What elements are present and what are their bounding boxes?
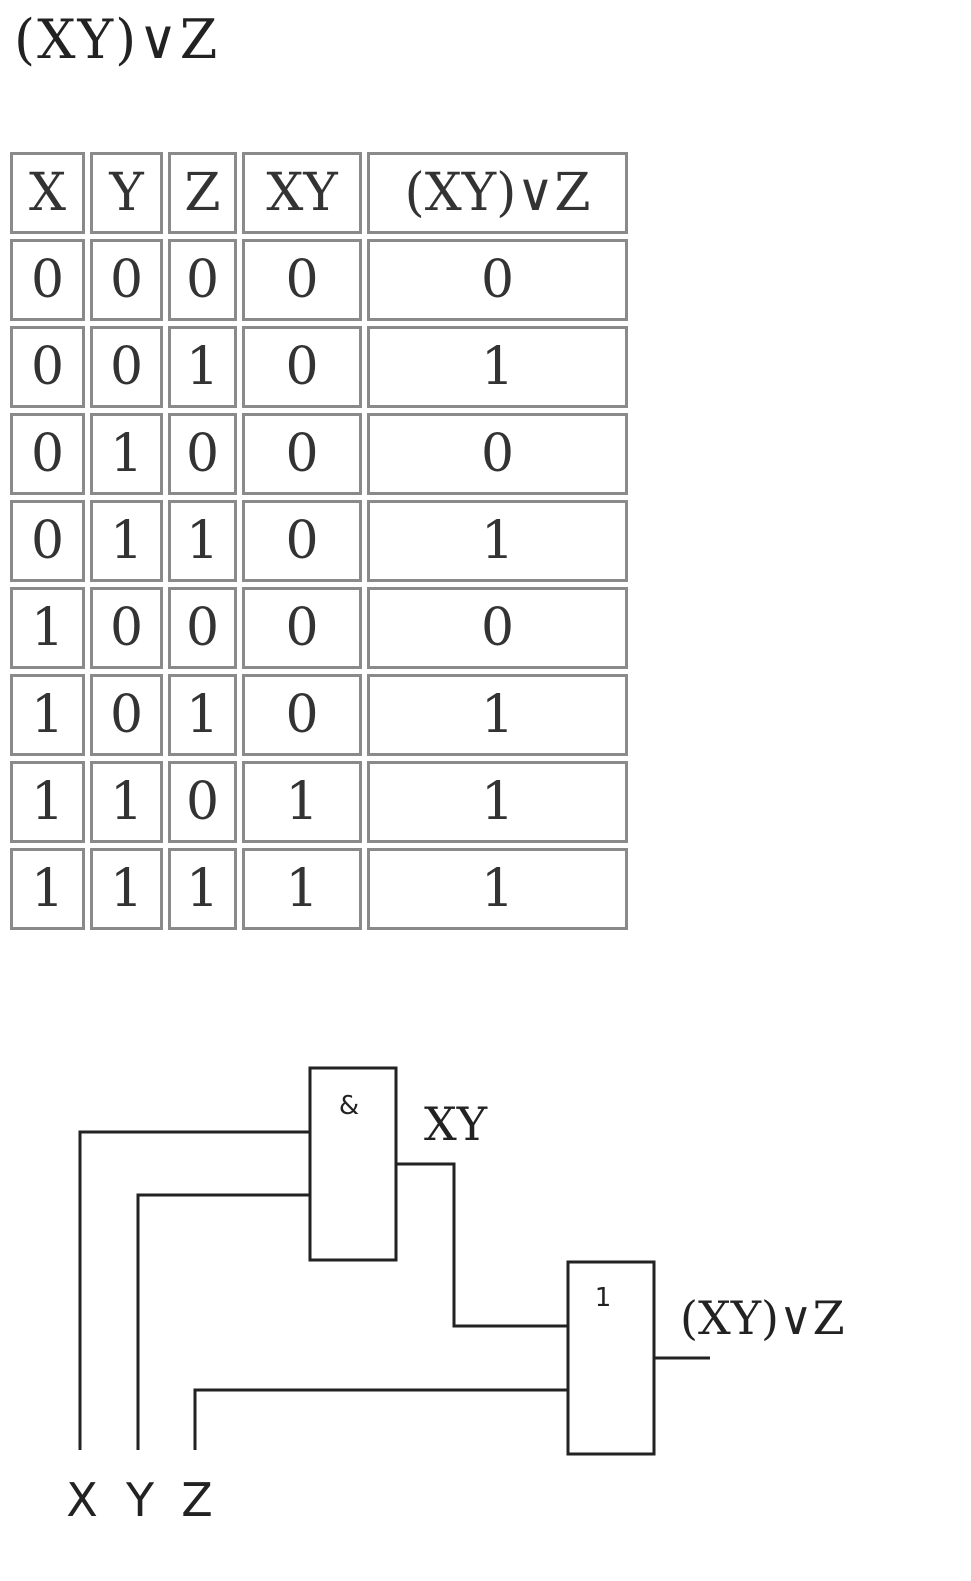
or-output-label: (XY)∨Z [680,1291,845,1345]
cell-x: 1 [10,587,85,669]
cell-z: 1 [168,326,237,408]
cell-result: 1 [367,848,628,930]
wire-xy [396,1162,568,1328]
cell-y: 0 [90,326,163,408]
cell-y: 1 [90,413,163,495]
cell-z: 0 [168,413,237,495]
cell-xy: 0 [242,500,362,582]
cell-x: 0 [10,326,85,408]
cell-x: 0 [10,413,85,495]
header-x: X [10,152,85,234]
wire-x [78,1130,310,1450]
cell-y: 0 [90,239,163,321]
cell-z: 1 [168,674,237,756]
cell-x: 0 [10,239,85,321]
cell-result: 0 [367,239,628,321]
cell-xy: 0 [242,239,362,321]
cell-result: 1 [367,761,628,843]
cell-z: 0 [168,587,237,669]
cell-result: 1 [367,326,628,408]
input-label-x: X [66,1473,98,1527]
cell-xy: 1 [242,848,362,930]
cell-result: 0 [367,413,628,495]
input-label-y: Y [125,1473,155,1527]
wire-y [136,1193,310,1450]
cell-x: 1 [10,848,85,930]
cell-x: 0 [10,500,85,582]
and-gate-symbol: & [339,1091,359,1121]
wire-z [193,1388,568,1450]
cell-result: 0 [367,587,628,669]
and-output-label: XY [424,1097,488,1151]
cell-x: 1 [10,674,85,756]
cell-xy: 0 [242,326,362,408]
header-y: Y [90,152,163,234]
cell-y: 0 [90,674,163,756]
cell-y: 0 [90,587,163,669]
formula-title: (XY)∨Z [14,8,220,71]
header-xy: XY [242,152,362,234]
cell-y: 1 [90,848,163,930]
cell-z: 1 [168,500,237,582]
cell-xy: 0 [242,413,362,495]
cell-x: 1 [10,761,85,843]
header-z: Z [168,152,237,234]
cell-xy: 0 [242,587,362,669]
cell-z: 0 [168,761,237,843]
or-gate-symbol: 1 [595,1283,612,1313]
cell-result: 1 [367,500,628,582]
cell-xy: 1 [242,761,362,843]
logic-circuit-diagram: & 1 XY (XY)∨Z X Y Z [66,1066,845,1527]
truth-table-header-row: X Y Z XY (XY)∨Z [10,152,628,234]
cell-xy: 0 [242,674,362,756]
header-result: (XY)∨Z [367,152,628,234]
cell-z: 0 [168,239,237,321]
cell-y: 1 [90,500,163,582]
cell-z: 1 [168,848,237,930]
cell-result: 1 [367,674,628,756]
input-label-z: Z [181,1473,213,1527]
cell-y: 1 [90,761,163,843]
